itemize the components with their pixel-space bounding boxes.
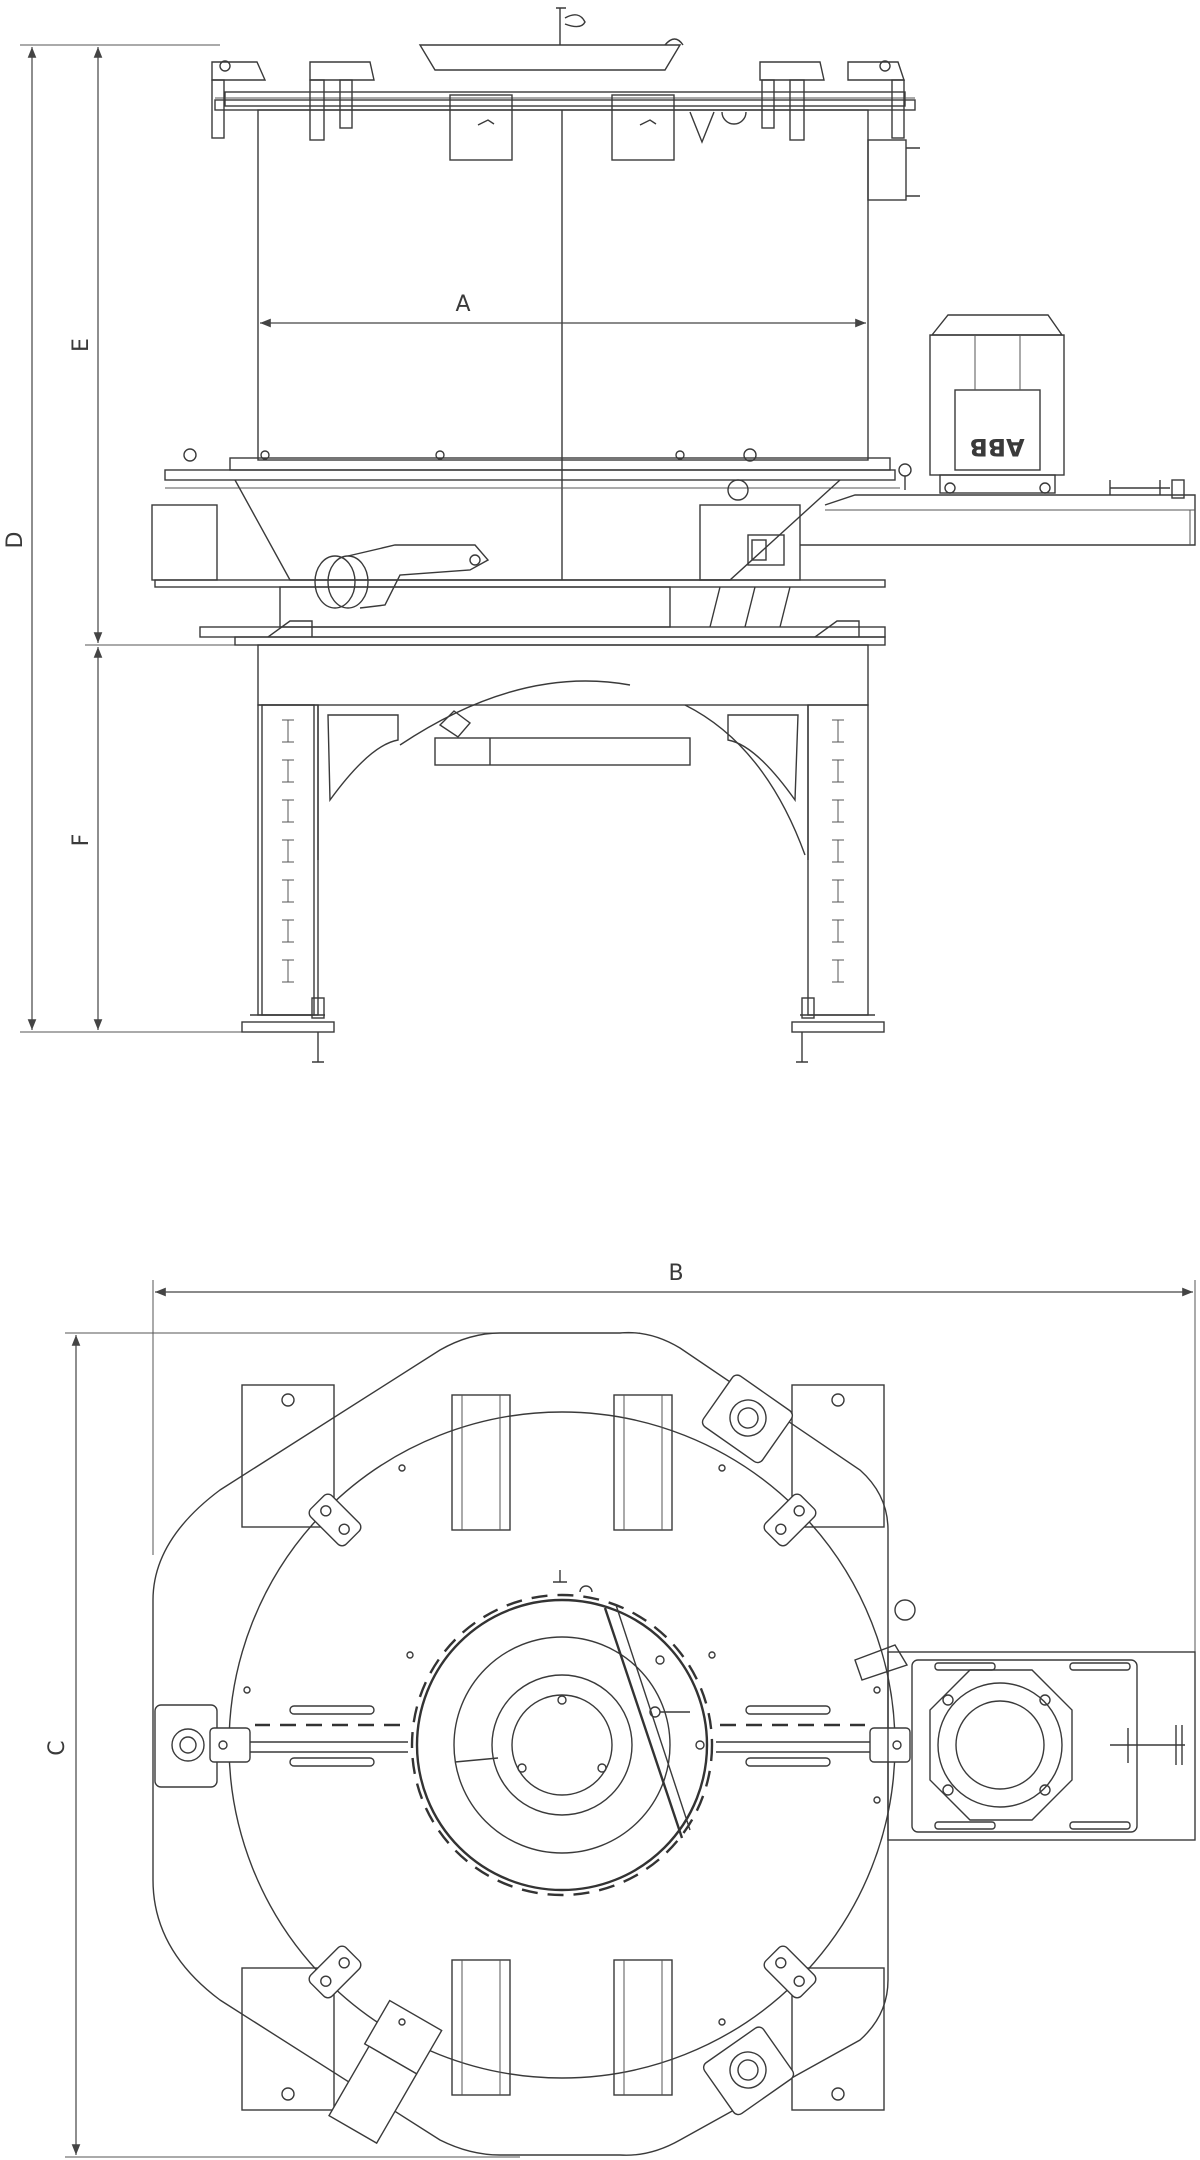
- dimension-f-label: F: [69, 834, 94, 847]
- sieve-holes: [243, 1464, 881, 2026]
- clamp-lower-left: [308, 1945, 362, 1999]
- top-clamp-left-1: [211, 60, 267, 139]
- wheel-hub-top-right: [701, 1374, 794, 1464]
- top-clamp-right-1: [759, 61, 825, 141]
- sieve-drum: [257, 109, 920, 580]
- dimension-f: F: [69, 647, 103, 1030]
- clamp-upper-right: [763, 1493, 817, 1547]
- dimension-d-label: D: [3, 532, 28, 549]
- outer-frame: [152, 1331, 889, 2156]
- inner-drum: [415, 1570, 709, 1892]
- plan-view: B C: [45, 1261, 1196, 2158]
- top-brackets: [449, 94, 747, 161]
- inlet-hopper: [418, 7, 684, 71]
- motor-platform: [800, 463, 1196, 546]
- lower-hopper: [151, 479, 841, 581]
- motor: ABB: [929, 314, 1065, 494]
- wheel-hub-left: [154, 1704, 218, 1788]
- top-clamp-left-2: [309, 61, 375, 141]
- clamp-upper-left: [308, 1493, 362, 1547]
- bracket-arms: [451, 1394, 673, 2096]
- dimension-a-label: A: [455, 292, 470, 317]
- top-clamp-right-2: [847, 60, 905, 139]
- wheel-hub-bottom-right: [702, 2026, 795, 2116]
- side-elevation-view: D E F: [3, 7, 1196, 1063]
- dimension-b-label: B: [668, 1261, 683, 1286]
- slide-rails: [220, 1705, 905, 1767]
- clamp-lower-right: [763, 1945, 817, 1999]
- base-plates: [241, 1384, 885, 2111]
- outlet-spout-plan: [328, 1999, 443, 2145]
- dimension-c-label: C: [45, 1740, 70, 1755]
- dimension-b: B: [152, 1261, 1196, 1652]
- motor-brand-label: ABB: [969, 433, 1024, 461]
- dimension-d: D: [3, 44, 250, 1033]
- middle-ring: [164, 448, 900, 489]
- dimension-a: A: [260, 292, 866, 328]
- support-stand: [241, 644, 885, 1063]
- top-ring: [214, 91, 916, 111]
- dimension-c: C: [45, 1332, 640, 2158]
- dashed-ring: [410, 1593, 714, 1897]
- outlet-spout: [314, 544, 490, 609]
- motor-unit-plan: [854, 1599, 1196, 1841]
- dimension-e: E: [69, 46, 260, 646]
- base-frame: [154, 579, 886, 646]
- side-clamps: [209, 1727, 911, 1763]
- dimension-e-label: E: [69, 338, 94, 352]
